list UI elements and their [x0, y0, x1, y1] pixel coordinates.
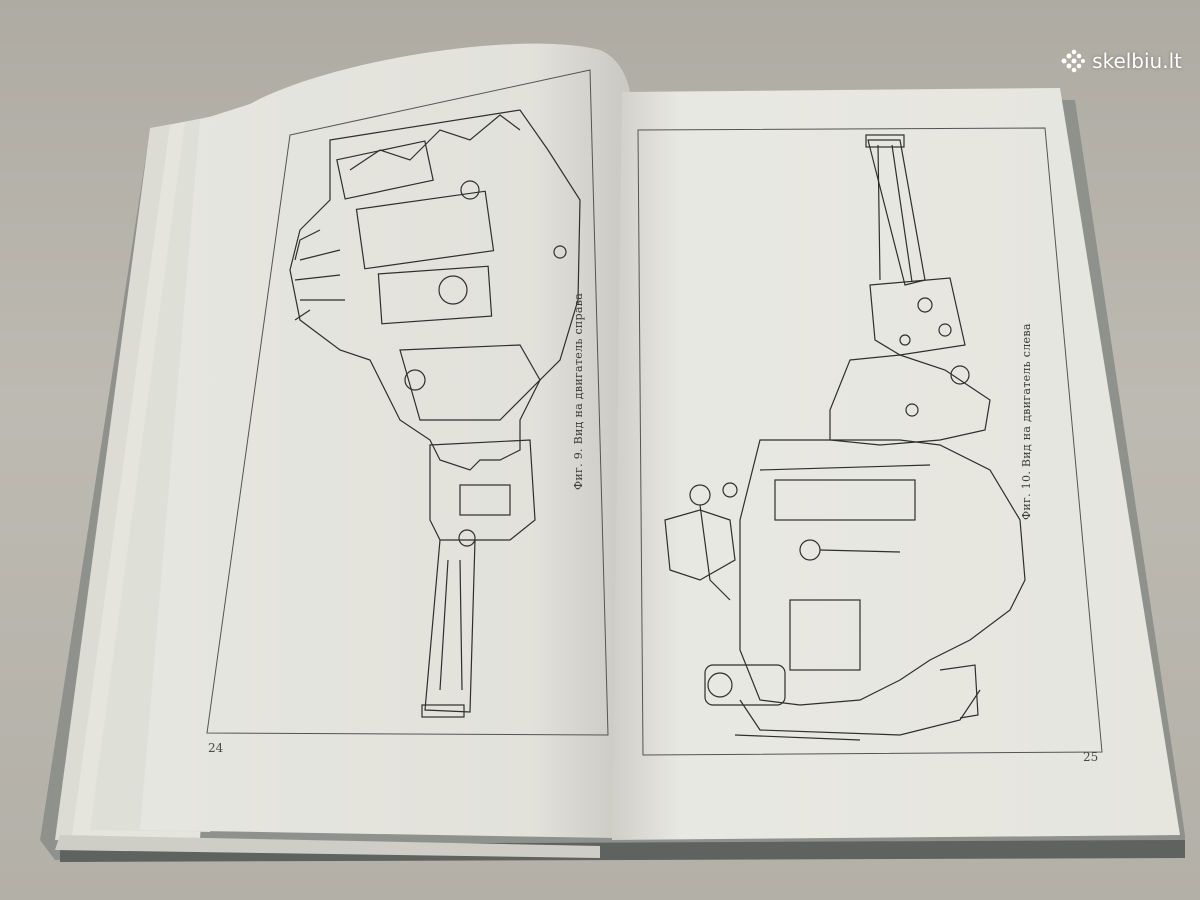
- dots-logo-icon: [1061, 49, 1086, 73]
- right-page: [612, 88, 1180, 840]
- left-page: [140, 43, 630, 839]
- engine-drawing-right-view: [289, 109, 581, 718]
- figure-10-caption: Фиг. 10. Вид на двигатель слева: [1020, 323, 1033, 520]
- right-page-number: 25: [1083, 750, 1099, 764]
- left-page-number: 24: [208, 741, 224, 755]
- engine-drawing-left-view: [664, 134, 1026, 741]
- site-watermark: skelbiu.lt: [1060, 48, 1182, 74]
- figure-9-caption: Фиг. 9. Вид на двигатель справа: [572, 292, 585, 490]
- watermark-text: skelbiu.lt: [1092, 49, 1182, 73]
